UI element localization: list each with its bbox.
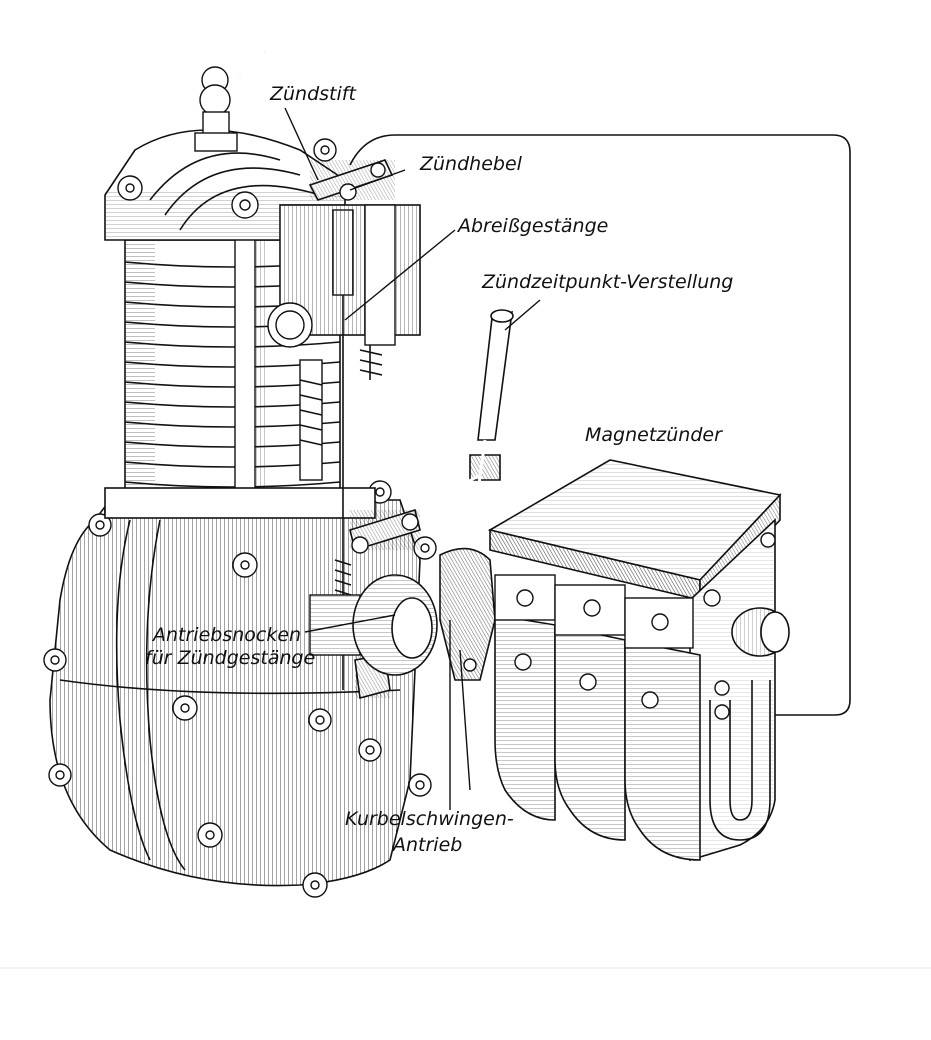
label-zuendzeitpunkt-verstellung: Zündzeitpunkt-Verstellung [481,271,733,293]
leader-lines [284,107,541,810]
magneto [487,459,790,862]
ignition-lever [308,159,395,201]
crank-rocker-drive [439,547,496,681]
label-antriebsnocken-line1: Antriebsnocken [151,624,301,646]
magnet-3 [624,597,701,861]
ignition-wire [349,134,851,716]
label-antriebsnocken-line2: für Zündgestänge [145,647,315,669]
drive-cam [352,574,438,676]
magnet-2 [554,584,626,841]
label-kurbelschwingen-line1: Kurbelschwingen- [345,808,514,830]
label-magnetzuender: Magnetzünder [585,424,723,446]
label-abreissgestaenge: Abreißgestänge [456,215,608,237]
timing-adjust-lever [349,309,514,554]
ignition-pin [194,50,267,152]
label-zuendhebel: Zündhebel [419,153,523,175]
magnet-1 [494,574,556,821]
label-kurbelschwingen-line2: Antrieb [391,834,462,856]
label-zuendstift: Zündstift [269,83,357,105]
